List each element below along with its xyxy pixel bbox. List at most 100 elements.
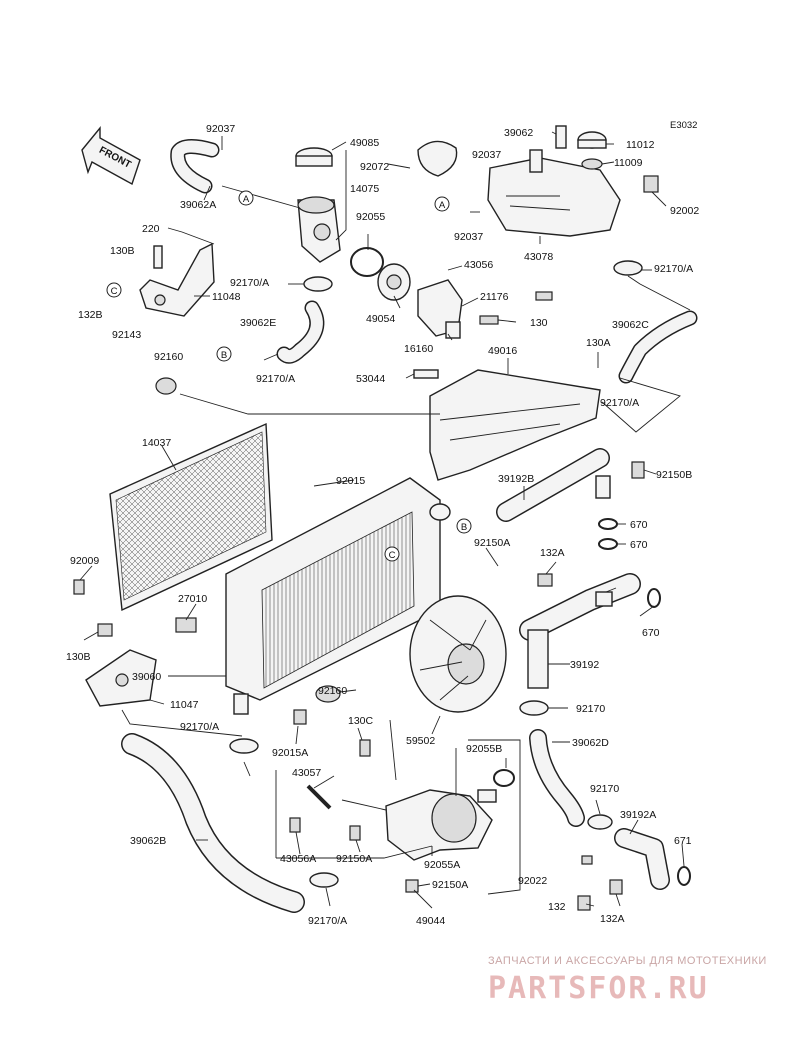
part-label: 11048 [212, 291, 241, 303]
part-label: 92170/A [180, 721, 219, 733]
part-label: 39062 [504, 127, 533, 139]
part-label: 92055 [356, 211, 385, 223]
part-label: 14075 [350, 183, 379, 195]
part-label: 132 [548, 901, 566, 913]
part-label: 130B [110, 245, 135, 257]
callout-c-bracket: C [106, 282, 122, 298]
bolt-92150a-a-shape [349, 825, 361, 841]
part-label: 92143 [112, 329, 141, 341]
part-label: 59502 [406, 735, 435, 747]
pipe-39192b-shape [496, 448, 611, 522]
part-label: 39062A [180, 199, 216, 211]
watermark-logo: PARTSFOR.RU [488, 971, 709, 1006]
callout-b-radiator: B [456, 518, 472, 534]
part-label: 92150A [336, 853, 372, 865]
washer-132a-shape [581, 855, 593, 865]
oring-92055-shape [350, 247, 384, 277]
bolt-132a-shape [537, 573, 553, 587]
sensor-27010-shape [175, 617, 197, 633]
svg-text:C: C [389, 550, 396, 561]
tube-39062-shape [555, 125, 567, 149]
part-label: 39062E [240, 317, 276, 329]
part-label: 92055B [466, 743, 502, 755]
water-pump-49044-shape [385, 789, 497, 861]
bolt-130b-lower-shape [97, 623, 113, 637]
housing-16160-shape [417, 279, 463, 339]
callout-a-top: A [238, 190, 254, 206]
callout-c-radiator: C [384, 546, 400, 562]
part-label: 92170/A [308, 915, 347, 927]
part-label: 39062C [612, 319, 649, 331]
oring-92055b-shape [493, 769, 515, 787]
bolt-92150a-b-shape [405, 879, 419, 893]
clamp-right-top-shape [613, 260, 643, 276]
callout-a-tank: A [434, 196, 450, 212]
sensor-21176-shape [479, 315, 499, 325]
part-label: 92037 [472, 149, 501, 161]
clamp-92170-right-shape [519, 700, 549, 716]
leader-lines [79, 131, 691, 909]
part-label: 132A [600, 913, 625, 925]
clamp-middle-shape [229, 738, 259, 754]
part-label: 92015A [272, 747, 308, 759]
part-label: 92037 [206, 123, 235, 135]
part-label: 92072 [360, 161, 389, 173]
part-label: 39192 [570, 659, 599, 671]
part-label: 670 [642, 627, 660, 639]
part-label: 92150A [474, 537, 510, 549]
cover-49016-shape [429, 369, 601, 481]
part-label: 39192A [620, 809, 656, 821]
part-label: 92160 [318, 685, 347, 697]
part-label: 130 [530, 317, 548, 329]
reserve-cap-shape [577, 131, 607, 170]
part-label: 132A [540, 547, 565, 559]
hose-39062e-shape [276, 300, 325, 364]
part-label: 27010 [178, 593, 207, 605]
part-label: 92015 [336, 475, 365, 487]
bolt-43056a-shape [289, 817, 301, 833]
screen-14037-shape [109, 422, 273, 612]
hose-39062a-shape [170, 139, 220, 194]
thermostat-49054-shape [377, 263, 411, 301]
part-label: 43057 [292, 767, 321, 779]
part-label: 53044 [356, 373, 385, 385]
part-label: 92170 [590, 783, 619, 795]
clamp-92170-lower-shape [587, 814, 613, 830]
hose-39062b-shape [121, 733, 305, 913]
part-label: 670 [630, 539, 648, 551]
part-label: 49016 [488, 345, 517, 357]
part-label: 43056A [280, 853, 316, 865]
hose-39062d-shape [529, 729, 585, 827]
reserve-tank-shape [487, 149, 621, 237]
watermark: ЗАПЧАСТИ И АКСЕССУАРЫ ДЛЯ МОТОТЕХНИКИ PA… [488, 955, 767, 1006]
pipe-43057-shape [306, 784, 332, 810]
part-label: 49044 [416, 915, 445, 927]
part-label: 92150A [432, 879, 468, 891]
part-label: 92037 [454, 231, 483, 243]
part-label: 14037 [142, 437, 171, 449]
part-label: 21176 [480, 291, 509, 303]
part-label: 92002 [670, 205, 699, 217]
part-label: 92170/A [600, 397, 639, 409]
svg-text:B: B [461, 522, 467, 533]
bolt-132-shape [577, 895, 591, 911]
part-label: 132B [78, 309, 103, 321]
svg-text:C: C [111, 286, 118, 297]
part-label: 49054 [366, 313, 395, 325]
bolt-130-shape [535, 291, 553, 301]
bolt-132a-lower-shape [609, 879, 623, 895]
part-label: 92150B [656, 469, 692, 481]
part-label: 39062B [130, 835, 166, 847]
watermark-tagline: ЗАПЧАСТИ И АКСЕССУАРЫ ДЛЯ МОТОТЕХНИКИ [488, 955, 767, 967]
fan-59502-shape [409, 595, 507, 713]
part-label: 92170/A [256, 373, 295, 385]
part-label: 92170/A [230, 277, 269, 289]
bolt-92150b-shape [631, 461, 645, 479]
clamp-92072-shape [417, 140, 458, 177]
hose-39062c-shape [618, 310, 698, 384]
part-label: 670 [630, 519, 648, 531]
oring-670-b-shape [598, 538, 618, 550]
pipe-39192-shape [519, 573, 641, 689]
radiator-39060-shape [225, 477, 451, 715]
